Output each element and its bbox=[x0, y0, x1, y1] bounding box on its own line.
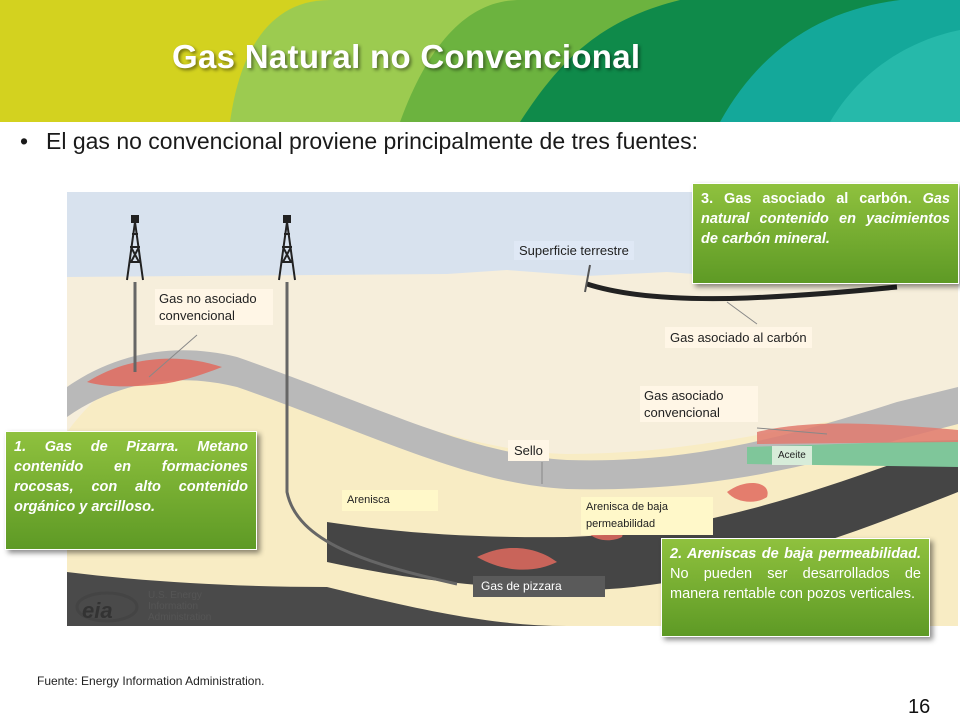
label-nonassociated-gas: Gas no asociado convencional bbox=[155, 289, 273, 325]
leader-associated bbox=[756, 427, 828, 435]
callout-shale-gas: 1. Gas de Pizarra. Metano contenido en f… bbox=[5, 431, 257, 550]
label-sandstone: Arenisca bbox=[342, 490, 438, 511]
callout-tight-heading: 2. Areniscas de baja permeabilidad. bbox=[670, 546, 921, 562]
gas-reservoir-tight-1 bbox=[727, 482, 768, 502]
gas-reservoir-associated bbox=[757, 423, 958, 444]
bullet-text: El gas no convencional proviene principa… bbox=[46, 128, 699, 154]
label-tight-sand: Arenisca de baja permeabilidad bbox=[581, 497, 713, 535]
eia-logo-line1: U.S. Energy bbox=[148, 590, 202, 601]
label-seal: Sello bbox=[508, 440, 549, 461]
callout-tight-body: No pueden ser desarrollados de manera re… bbox=[670, 566, 921, 602]
coal-seam bbox=[586, 281, 898, 302]
callout-coalbed: 3. Gas asociado al carbón. Gas natural c… bbox=[692, 183, 959, 284]
callout-shale-heading: 1. Gas de Pizarra. bbox=[14, 439, 179, 455]
label-shale-gas: Gas de pizzara bbox=[473, 576, 605, 597]
shale-layer-bottom bbox=[67, 572, 567, 626]
drilling-rig-icon-right bbox=[278, 215, 296, 281]
leader-surface bbox=[584, 264, 591, 293]
callout-tight-sand: 2. Areniscas de baja permeabilidad. No p… bbox=[661, 538, 930, 637]
shale-layer bbox=[327, 440, 958, 591]
well-bore-horizontal bbox=[285, 282, 458, 586]
drilling-rig-icon-left bbox=[126, 215, 144, 281]
leader-coal bbox=[726, 301, 758, 325]
eia-logo-text: U.S. Energy Information Administration bbox=[148, 590, 211, 623]
label-surface: Superficie terrestre bbox=[514, 241, 634, 260]
seal-layer bbox=[67, 350, 958, 490]
eia-logo-line3: Administration bbox=[148, 612, 212, 623]
leader-nonassociated bbox=[148, 334, 198, 378]
source-note: Fuente: Energy Information Administratio… bbox=[37, 674, 265, 688]
page-number: 16 bbox=[908, 696, 931, 718]
eia-logo-line2: Information bbox=[148, 601, 199, 612]
label-coalbed-gas: Gas asociado al carbón bbox=[665, 327, 812, 348]
callout-coal-heading: 3. Gas asociado al carbón. bbox=[701, 191, 912, 207]
callout-coal-body: Gas natural contenido en yacimientos de … bbox=[701, 191, 950, 247]
header-banner bbox=[0, 0, 960, 122]
gas-reservoir-shale bbox=[477, 547, 557, 570]
bullet-text-row: • El gas no convencional proviene princip… bbox=[20, 128, 698, 155]
callout-shale-body: Metano contenido en formaciones rocosas,… bbox=[14, 439, 248, 515]
bullet-icon: • bbox=[20, 128, 29, 154]
slide-title: Gas Natural no Convencional bbox=[172, 38, 641, 75]
label-oil: Aceite bbox=[772, 446, 812, 465]
eia-logo-abbr: eia bbox=[82, 598, 113, 623]
eia-logo bbox=[75, 591, 139, 623]
label-associated-gas: Gas asociado convencional bbox=[640, 386, 758, 422]
